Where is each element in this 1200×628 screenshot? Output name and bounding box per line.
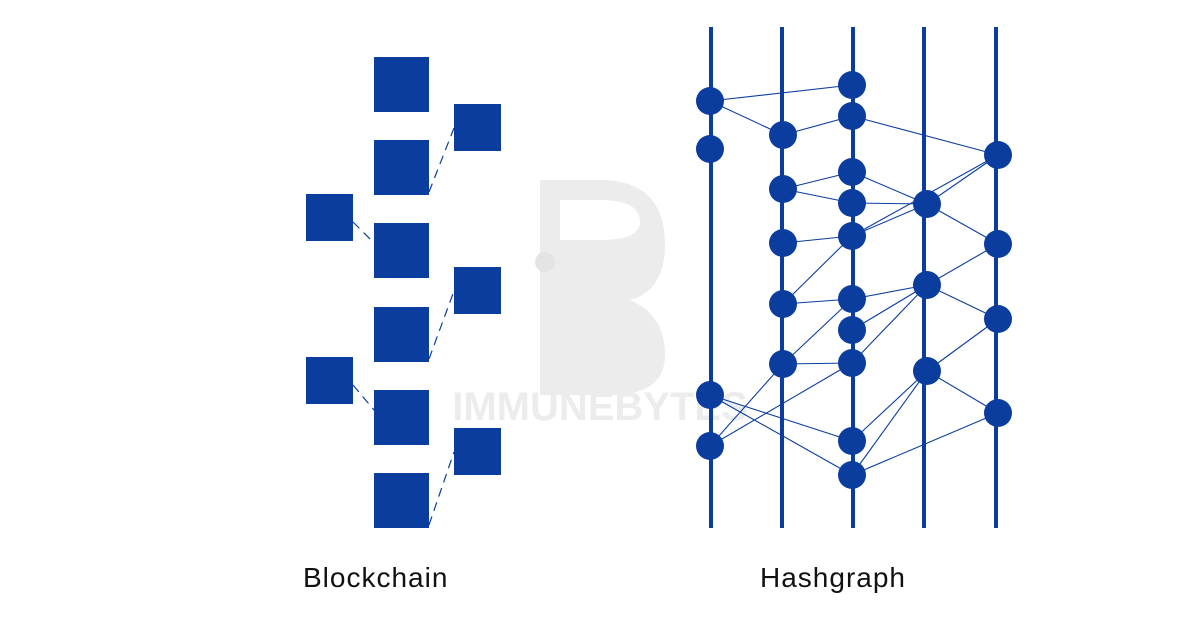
event-node [769, 175, 797, 203]
gossip-edge [851, 284, 928, 364]
gossip-edge [709, 394, 853, 476]
event-node [838, 427, 866, 455]
main-chain-block [374, 223, 429, 278]
main-chain-block [374, 307, 429, 362]
event-node [838, 158, 866, 186]
event-node [838, 71, 866, 99]
block-link [352, 384, 375, 411]
event-node [696, 381, 724, 409]
hashgraph-diagram [696, 27, 1012, 528]
gossip-edge [851, 370, 928, 476]
event-node [838, 222, 866, 250]
gossip-edge [926, 154, 999, 205]
blockchain-caption: Blockchain [303, 562, 449, 593]
side-block [454, 428, 501, 475]
event-node [984, 399, 1012, 427]
event-node [696, 87, 724, 115]
side-block [454, 104, 501, 151]
block-link [428, 127, 455, 193]
gossip-edge [709, 394, 853, 442]
gossip-edge [709, 363, 784, 447]
event-node [984, 141, 1012, 169]
event-node [984, 230, 1012, 258]
event-node [769, 229, 797, 257]
gossip-edge [709, 84, 853, 102]
blockchain-diagram [306, 57, 501, 528]
gossip-edge [709, 362, 853, 447]
side-block [306, 357, 353, 404]
event-node [696, 432, 724, 460]
event-node [838, 189, 866, 217]
gossip-edge [851, 412, 999, 476]
block-link [428, 290, 455, 360]
event-node [838, 316, 866, 344]
event-node [838, 461, 866, 489]
event-node [984, 305, 1012, 333]
gossip-edge [851, 370, 928, 442]
event-node [769, 121, 797, 149]
event-node [838, 102, 866, 130]
side-block [454, 267, 501, 314]
block-link [352, 221, 375, 244]
main-chain-block [374, 57, 429, 112]
watermark-dot [535, 252, 555, 272]
block-link [428, 451, 455, 526]
event-node [913, 271, 941, 299]
gossip-edge [851, 115, 999, 156]
event-node [913, 190, 941, 218]
main-chain-block [374, 140, 429, 195]
event-node [769, 350, 797, 378]
event-node [838, 349, 866, 377]
side-block [306, 194, 353, 241]
main-chain-block [374, 473, 429, 528]
event-node [838, 285, 866, 313]
event-node [696, 135, 724, 163]
watermark-logo [540, 180, 665, 395]
gossip-edge [782, 235, 853, 305]
gossip-edge [926, 318, 999, 372]
main-chain-block [374, 390, 429, 445]
event-node [913, 357, 941, 385]
hashgraph-caption: Hashgraph [760, 562, 906, 593]
event-node [769, 290, 797, 318]
gossip-edge [782, 298, 853, 365]
gossip-edge [851, 284, 928, 331]
